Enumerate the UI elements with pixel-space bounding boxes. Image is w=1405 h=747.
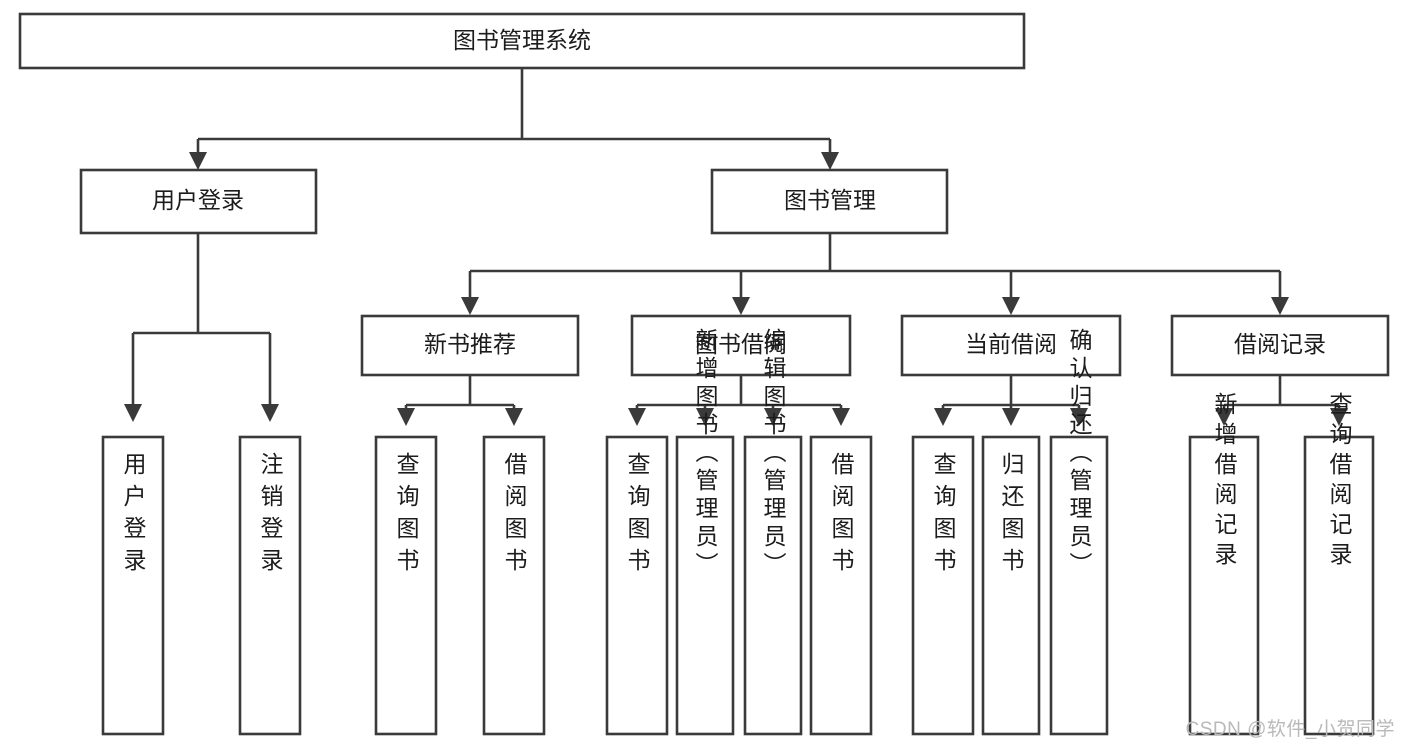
node-borrow-record-box[interactable] xyxy=(1170,314,1390,377)
node-leaf-query-book-3-box[interactable] xyxy=(911,435,975,736)
node-leaf-return-book[interactable]: 归还图书 xyxy=(981,435,1041,736)
node-root[interactable]: 图书管理系统 xyxy=(18,12,1026,70)
node-root-label: 图书管理系统 xyxy=(453,27,591,53)
node-leaf-add-record-label: 新增借阅记录 xyxy=(1211,392,1238,572)
node-book-manage-box[interactable] xyxy=(710,168,949,235)
node-user-login-box[interactable] xyxy=(79,168,318,235)
node-leaf-borrow-book-1[interactable]: 借阅图书 xyxy=(482,435,546,736)
node-leaf-borrow-book-2[interactable]: 借阅图书 xyxy=(809,435,873,736)
connector-root-to-level2 xyxy=(189,68,839,170)
node-leaf-return-book-label: 归还图书 xyxy=(998,452,1025,580)
node-book-borrow-label: 图书借阅 xyxy=(695,331,787,357)
node-leaf-confirm-return-label: 确认归还（管理员） xyxy=(1066,328,1093,580)
arrow-icon xyxy=(505,408,523,426)
node-leaf-query-record-label: 查询借阅记录 xyxy=(1326,392,1353,572)
node-leaf-edit-book-box[interactable] xyxy=(743,435,803,736)
node-leaf-query-book-1-box[interactable] xyxy=(374,435,438,736)
node-leaf-borrow-book-2-box[interactable] xyxy=(809,435,873,736)
csdn-watermark: CSDN @软件_小贺同学 xyxy=(1185,719,1395,740)
connector-currentborrow-to-leaves xyxy=(934,375,1088,426)
arrow-icon xyxy=(461,297,479,315)
node-leaf-confirm-return-box[interactable] xyxy=(1049,435,1109,736)
node-borrow-record-label: 借阅记录 xyxy=(1234,331,1326,357)
node-leaf-edit-book-label: 编辑图书（管理员） xyxy=(760,328,787,580)
connector-newbook-to-leaves xyxy=(397,375,523,426)
node-root-box[interactable] xyxy=(18,12,1026,70)
node-user-login-label: 用户登录 xyxy=(152,187,244,213)
connector-bookmanage-to-level3 xyxy=(461,233,1289,315)
node-user-login[interactable]: 用户登录 xyxy=(79,168,318,235)
arrow-icon xyxy=(124,404,142,422)
connector-userlogin-to-leaves xyxy=(124,233,279,422)
node-leaf-add-book-box[interactable] xyxy=(675,435,735,736)
node-leaf-query-book-1-label: 查询图书 xyxy=(393,452,420,580)
connector-borrowrecord-to-leaves xyxy=(1215,375,1348,426)
node-leaf-add-book-label: 新增图书（管理员） xyxy=(692,328,719,580)
node-leaf-borrow-book-1-label: 借阅图书 xyxy=(501,452,528,580)
node-leaf-query-book-2[interactable]: 查询图书 xyxy=(605,435,669,736)
arrow-icon xyxy=(821,152,839,170)
arrow-icon xyxy=(732,297,750,315)
arrow-icon xyxy=(934,408,952,426)
node-book-manage[interactable]: 图书管理 xyxy=(710,168,949,235)
node-leaf-borrow-book-1-box[interactable] xyxy=(482,435,546,736)
node-leaf-logout-login-box[interactable] xyxy=(238,435,302,736)
arrow-icon xyxy=(628,408,646,426)
node-leaf-logout-login-label: 注销登录 xyxy=(257,452,284,580)
node-leaf-user-login[interactable]: 用户登录 xyxy=(101,435,165,736)
node-leaf-add-record[interactable]: 新增借阅记录 xyxy=(1188,392,1260,736)
arrow-icon xyxy=(189,152,207,170)
node-leaf-add-book[interactable]: 新增图书（管理员） xyxy=(675,328,735,736)
node-book-manage-label: 图书管理 xyxy=(784,187,876,213)
node-leaf-query-book-3-label: 查询图书 xyxy=(930,452,957,580)
node-current-borrow[interactable]: 当前借阅 xyxy=(900,314,1122,377)
arrow-icon xyxy=(832,408,850,426)
node-leaf-query-book-1[interactable]: 查询图书 xyxy=(374,435,438,736)
node-leaf-edit-book[interactable]: 编辑图书（管理员） xyxy=(743,328,803,736)
connector-bookborrow-to-leaves xyxy=(628,375,850,426)
node-new-book-recommend-label: 新书推荐 xyxy=(424,331,516,357)
node-new-book-recommend[interactable]: 新书推荐 xyxy=(360,314,580,377)
node-leaf-add-record-box[interactable] xyxy=(1188,435,1260,736)
node-current-borrow-box[interactable] xyxy=(900,314,1122,377)
arrow-icon xyxy=(397,408,415,426)
node-leaf-query-record-box[interactable] xyxy=(1303,435,1375,736)
node-leaf-user-login-label: 用户登录 xyxy=(120,452,147,580)
node-leaf-logout-login[interactable]: 注销登录 xyxy=(238,435,302,736)
node-book-borrow[interactable]: 图书借阅 xyxy=(630,314,852,377)
node-new-book-recommend-box[interactable] xyxy=(360,314,580,377)
node-leaf-query-record[interactable]: 查询借阅记录 xyxy=(1303,392,1375,736)
node-leaf-query-book-3[interactable]: 查询图书 xyxy=(911,435,975,736)
node-leaf-borrow-book-2-label: 借阅图书 xyxy=(828,452,855,580)
arrow-icon xyxy=(1002,408,1020,426)
node-leaf-query-book-2-box[interactable] xyxy=(605,435,669,736)
arrow-icon xyxy=(1002,297,1020,315)
node-borrow-record[interactable]: 借阅记录 xyxy=(1170,314,1390,377)
node-book-borrow-box[interactable] xyxy=(630,314,852,377)
node-leaf-user-login-box[interactable] xyxy=(101,435,165,736)
node-current-borrow-label: 当前借阅 xyxy=(965,331,1057,357)
arrow-icon xyxy=(1271,297,1289,315)
node-leaf-return-book-box[interactable] xyxy=(981,435,1041,736)
node-leaf-confirm-return[interactable]: 确认归还（管理员） xyxy=(1049,328,1109,736)
node-leaf-query-book-2-label: 查询图书 xyxy=(624,452,651,580)
arrow-icon xyxy=(261,404,279,422)
